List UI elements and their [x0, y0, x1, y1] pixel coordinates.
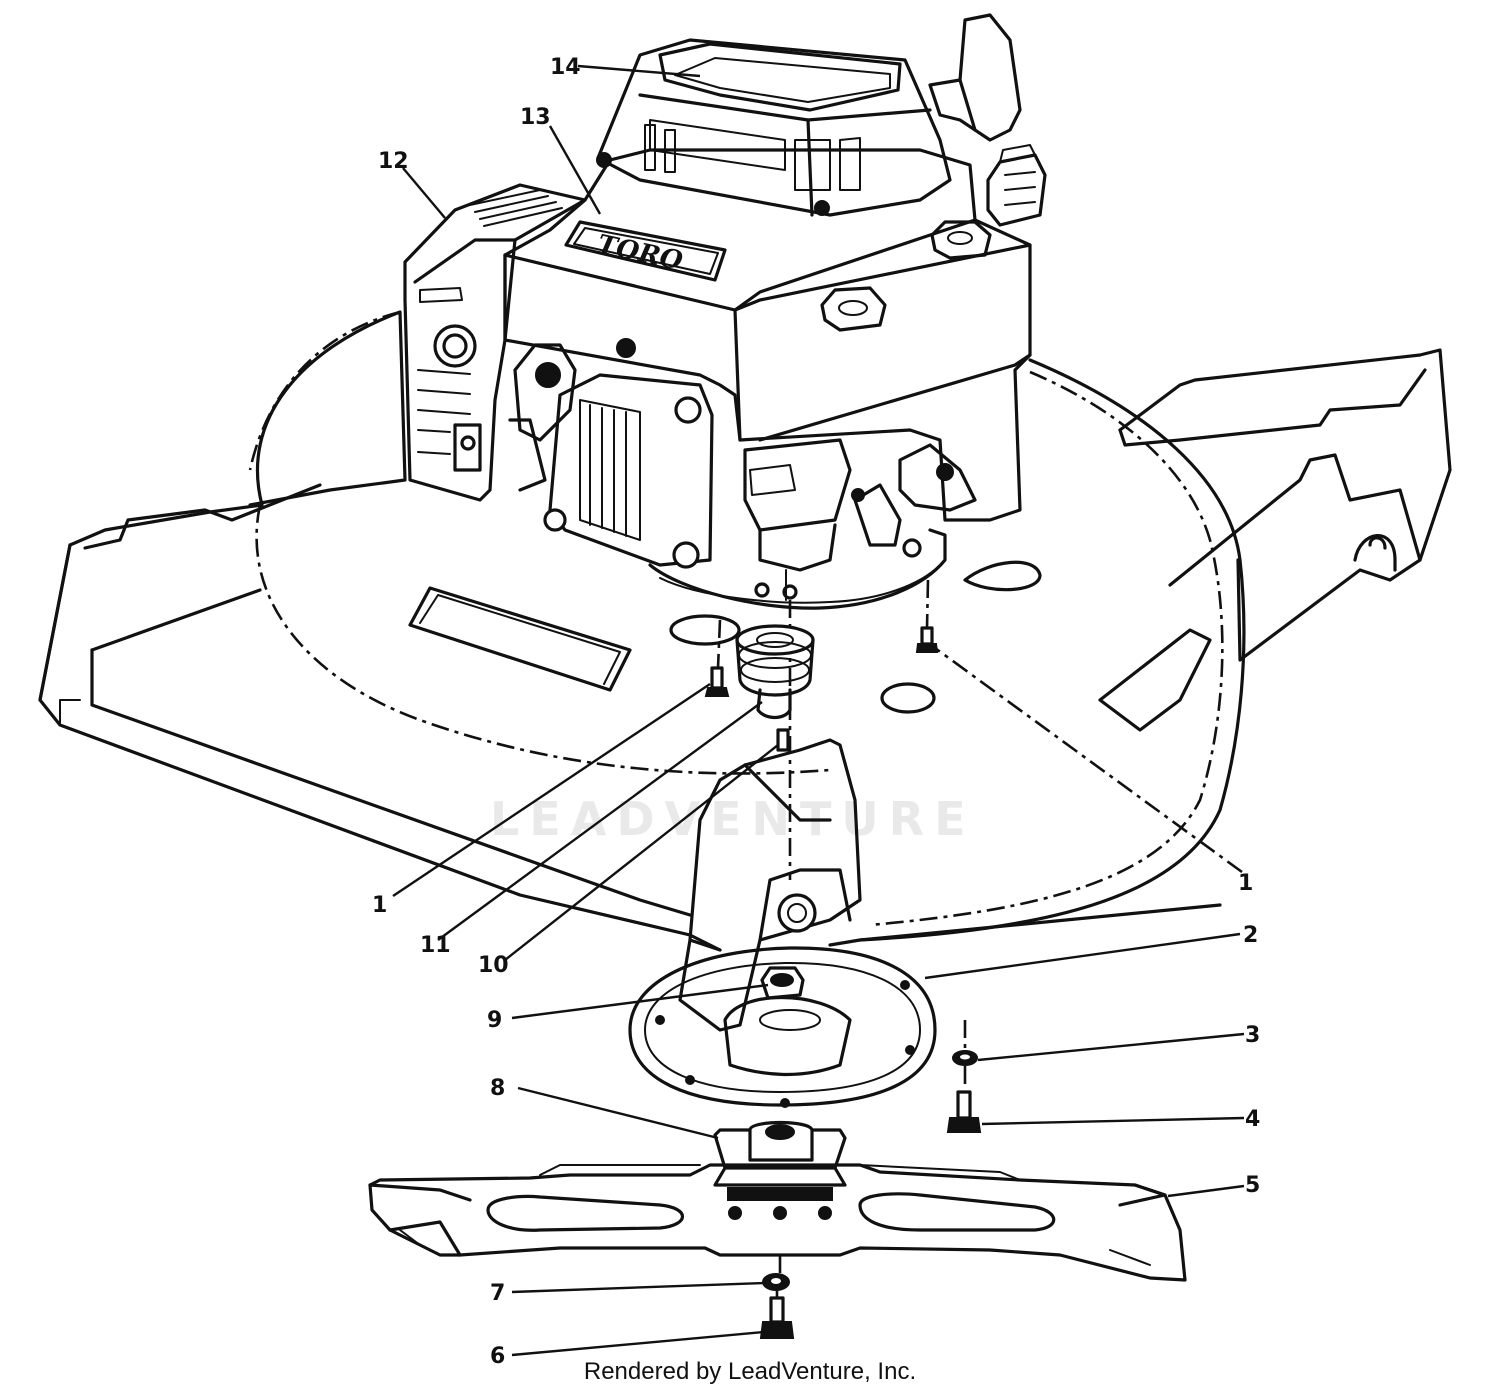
callout-6: 6 — [490, 1344, 505, 1369]
callout-13: 13 — [520, 105, 551, 130]
callout-2: 2 — [1243, 923, 1258, 948]
engine: TORO — [403, 13, 1047, 610]
callouts: 14 13 12 1 1 11 10 2 9 3 8 4 5 7 6 — [372, 55, 1260, 1369]
callout-1-right: 1 — [1238, 871, 1253, 896]
watermark-text: LEADVENTURE — [490, 792, 976, 846]
render-credit: Rendered by LeadVenture, Inc. — [583, 1358, 917, 1385]
callout-10: 10 — [478, 953, 509, 978]
brand-logo-text: TORO — [595, 230, 686, 277]
callout-8: 8 — [490, 1076, 505, 1101]
callout-14: 14 — [550, 55, 581, 80]
callout-12: 12 — [378, 149, 409, 174]
callout-11: 11 — [420, 933, 451, 958]
callout-4: 4 — [1245, 1107, 1260, 1132]
callout-3: 3 — [1245, 1023, 1260, 1048]
mower-deck — [38, 310, 1452, 1032]
callout-7: 7 — [490, 1281, 505, 1306]
blade-mount-hardware — [628, 569, 982, 1201]
callout-1-left: 1 — [372, 893, 387, 918]
leader-lines — [392, 64, 1245, 1357]
callout-5: 5 — [1245, 1173, 1260, 1198]
blade — [368, 1163, 1187, 1339]
callout-9: 9 — [487, 1008, 502, 1033]
